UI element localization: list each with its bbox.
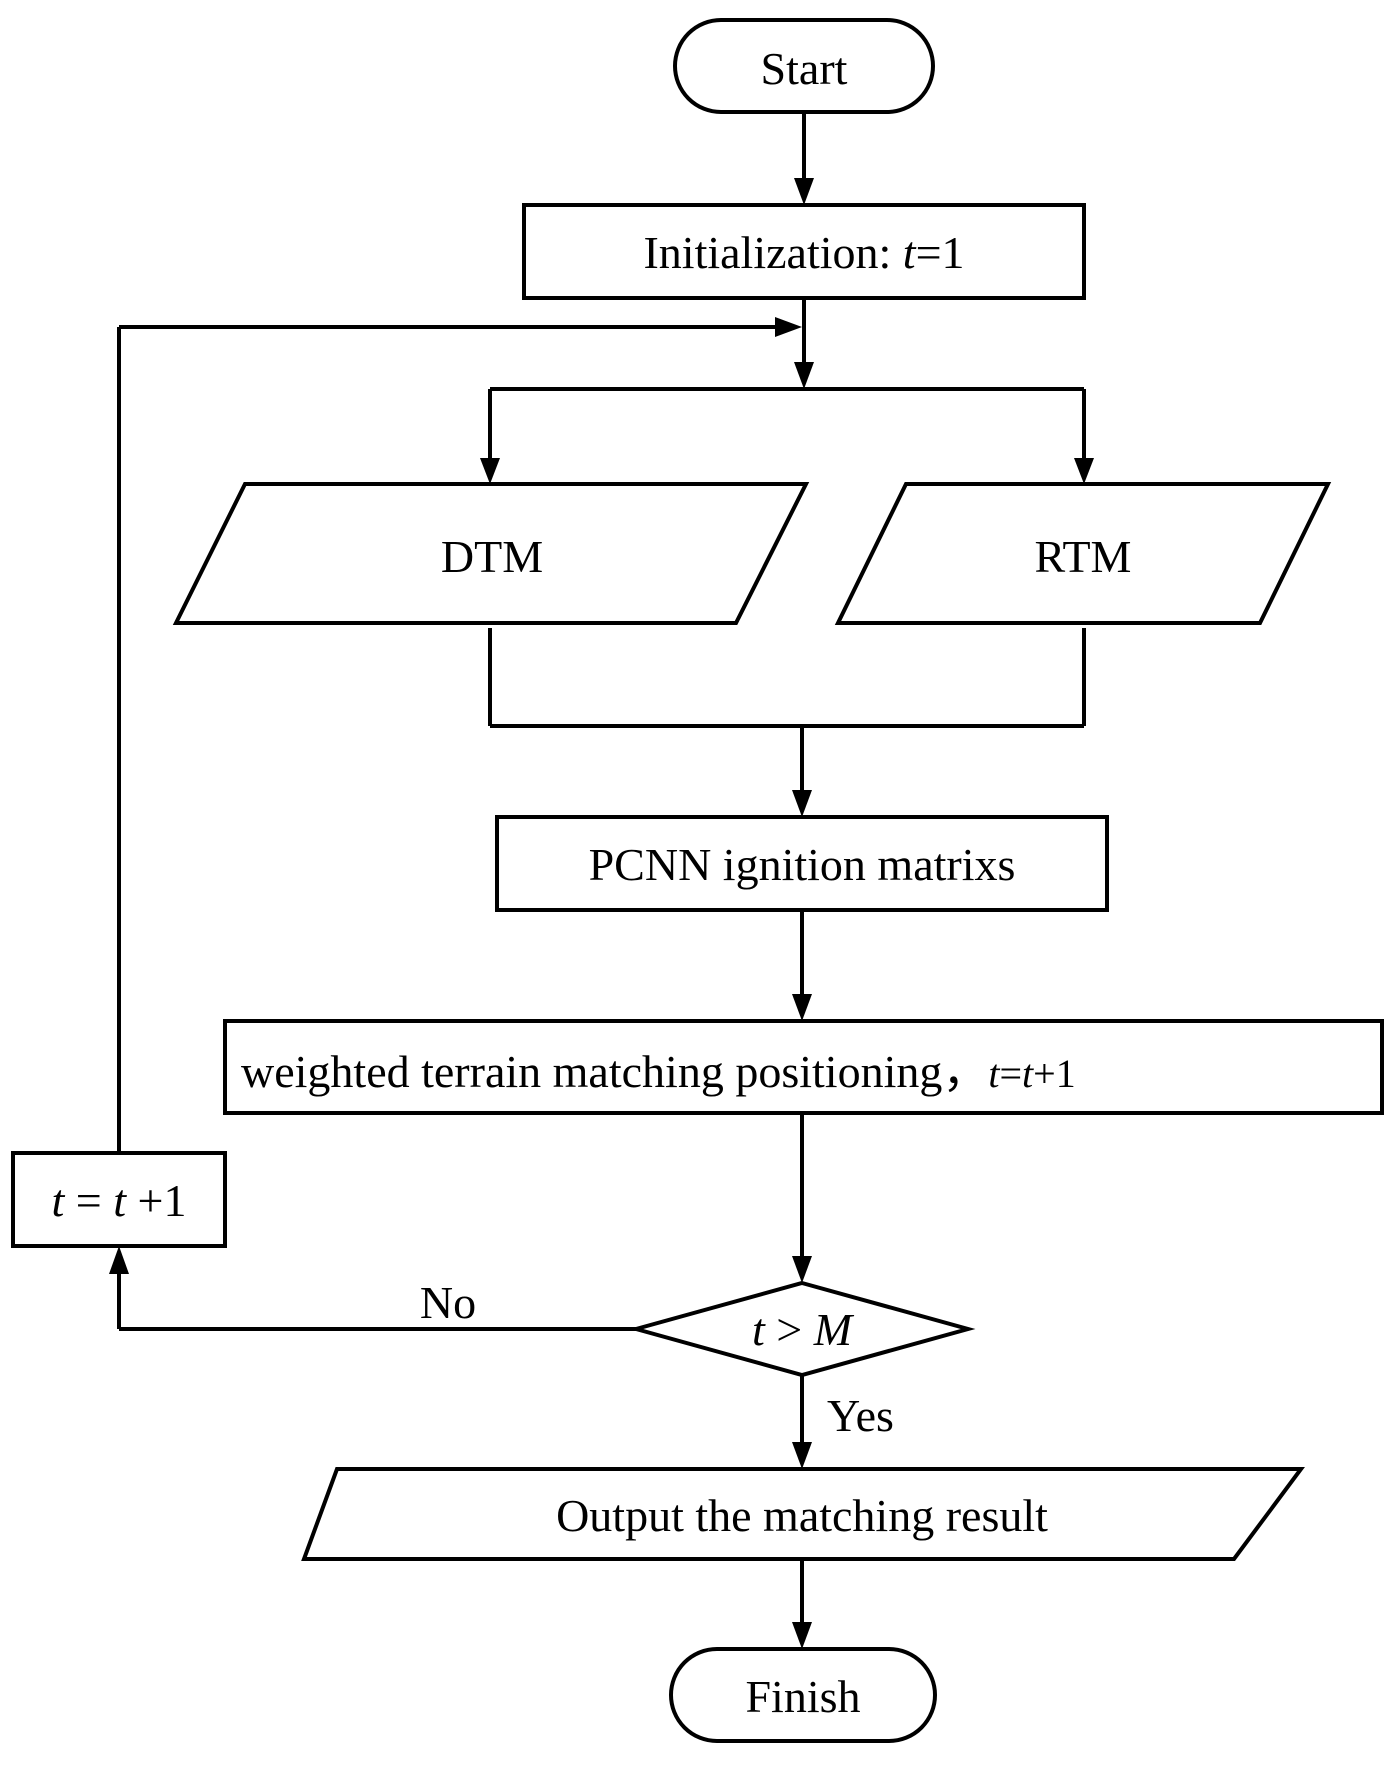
arrowhead-init <box>794 178 814 205</box>
pcnn-node: PCNN ignition matrixs <box>495 815 1109 912</box>
arrowhead-increment <box>109 1246 129 1274</box>
yes-label: Yes <box>827 1390 894 1441</box>
arrowhead-split <box>794 362 814 389</box>
arrowhead-rtm <box>1074 458 1094 484</box>
weighted-matching-label: weighted terrain matching positioning，t=… <box>241 1046 1076 1097</box>
initialization-node: Initialization: t=1 <box>522 203 1086 300</box>
arrowhead-finish <box>792 1622 812 1649</box>
weighted-matching-node: weighted terrain matching positioning，t=… <box>223 1019 1384 1115</box>
initialization-label: Initialization: t=1 <box>643 227 964 278</box>
pcnn-label: PCNN ignition matrixs <box>589 839 1016 890</box>
decision-label: t > M <box>752 1304 855 1355</box>
output-node: Output the matching result <box>301 1467 1305 1561</box>
finish-label: Finish <box>745 1671 860 1722</box>
arrowhead-decision <box>792 1256 812 1283</box>
increment-node: t = t +1 <box>11 1151 227 1248</box>
finish-node: Finish <box>669 1647 937 1743</box>
dtm-label: DTM <box>441 531 543 582</box>
arrowhead-dtm <box>480 458 500 484</box>
dtm-node: DTM <box>172 482 810 625</box>
connectors <box>109 112 1094 1649</box>
rtm-label: RTM <box>1035 531 1132 582</box>
output-label: Output the matching result <box>556 1490 1048 1541</box>
increment-label: t = t +1 <box>52 1175 187 1226</box>
decision-node: t > M <box>628 1280 976 1378</box>
start-node: Start <box>673 18 935 114</box>
start-label: Start <box>761 43 848 94</box>
no-label: No <box>420 1277 476 1328</box>
rtm-node: RTM <box>834 482 1332 625</box>
arrowhead-output <box>792 1442 812 1469</box>
arrowhead-pcnn <box>792 790 812 817</box>
arrowhead-loop <box>775 317 802 337</box>
arrowhead-weighted <box>792 994 812 1021</box>
